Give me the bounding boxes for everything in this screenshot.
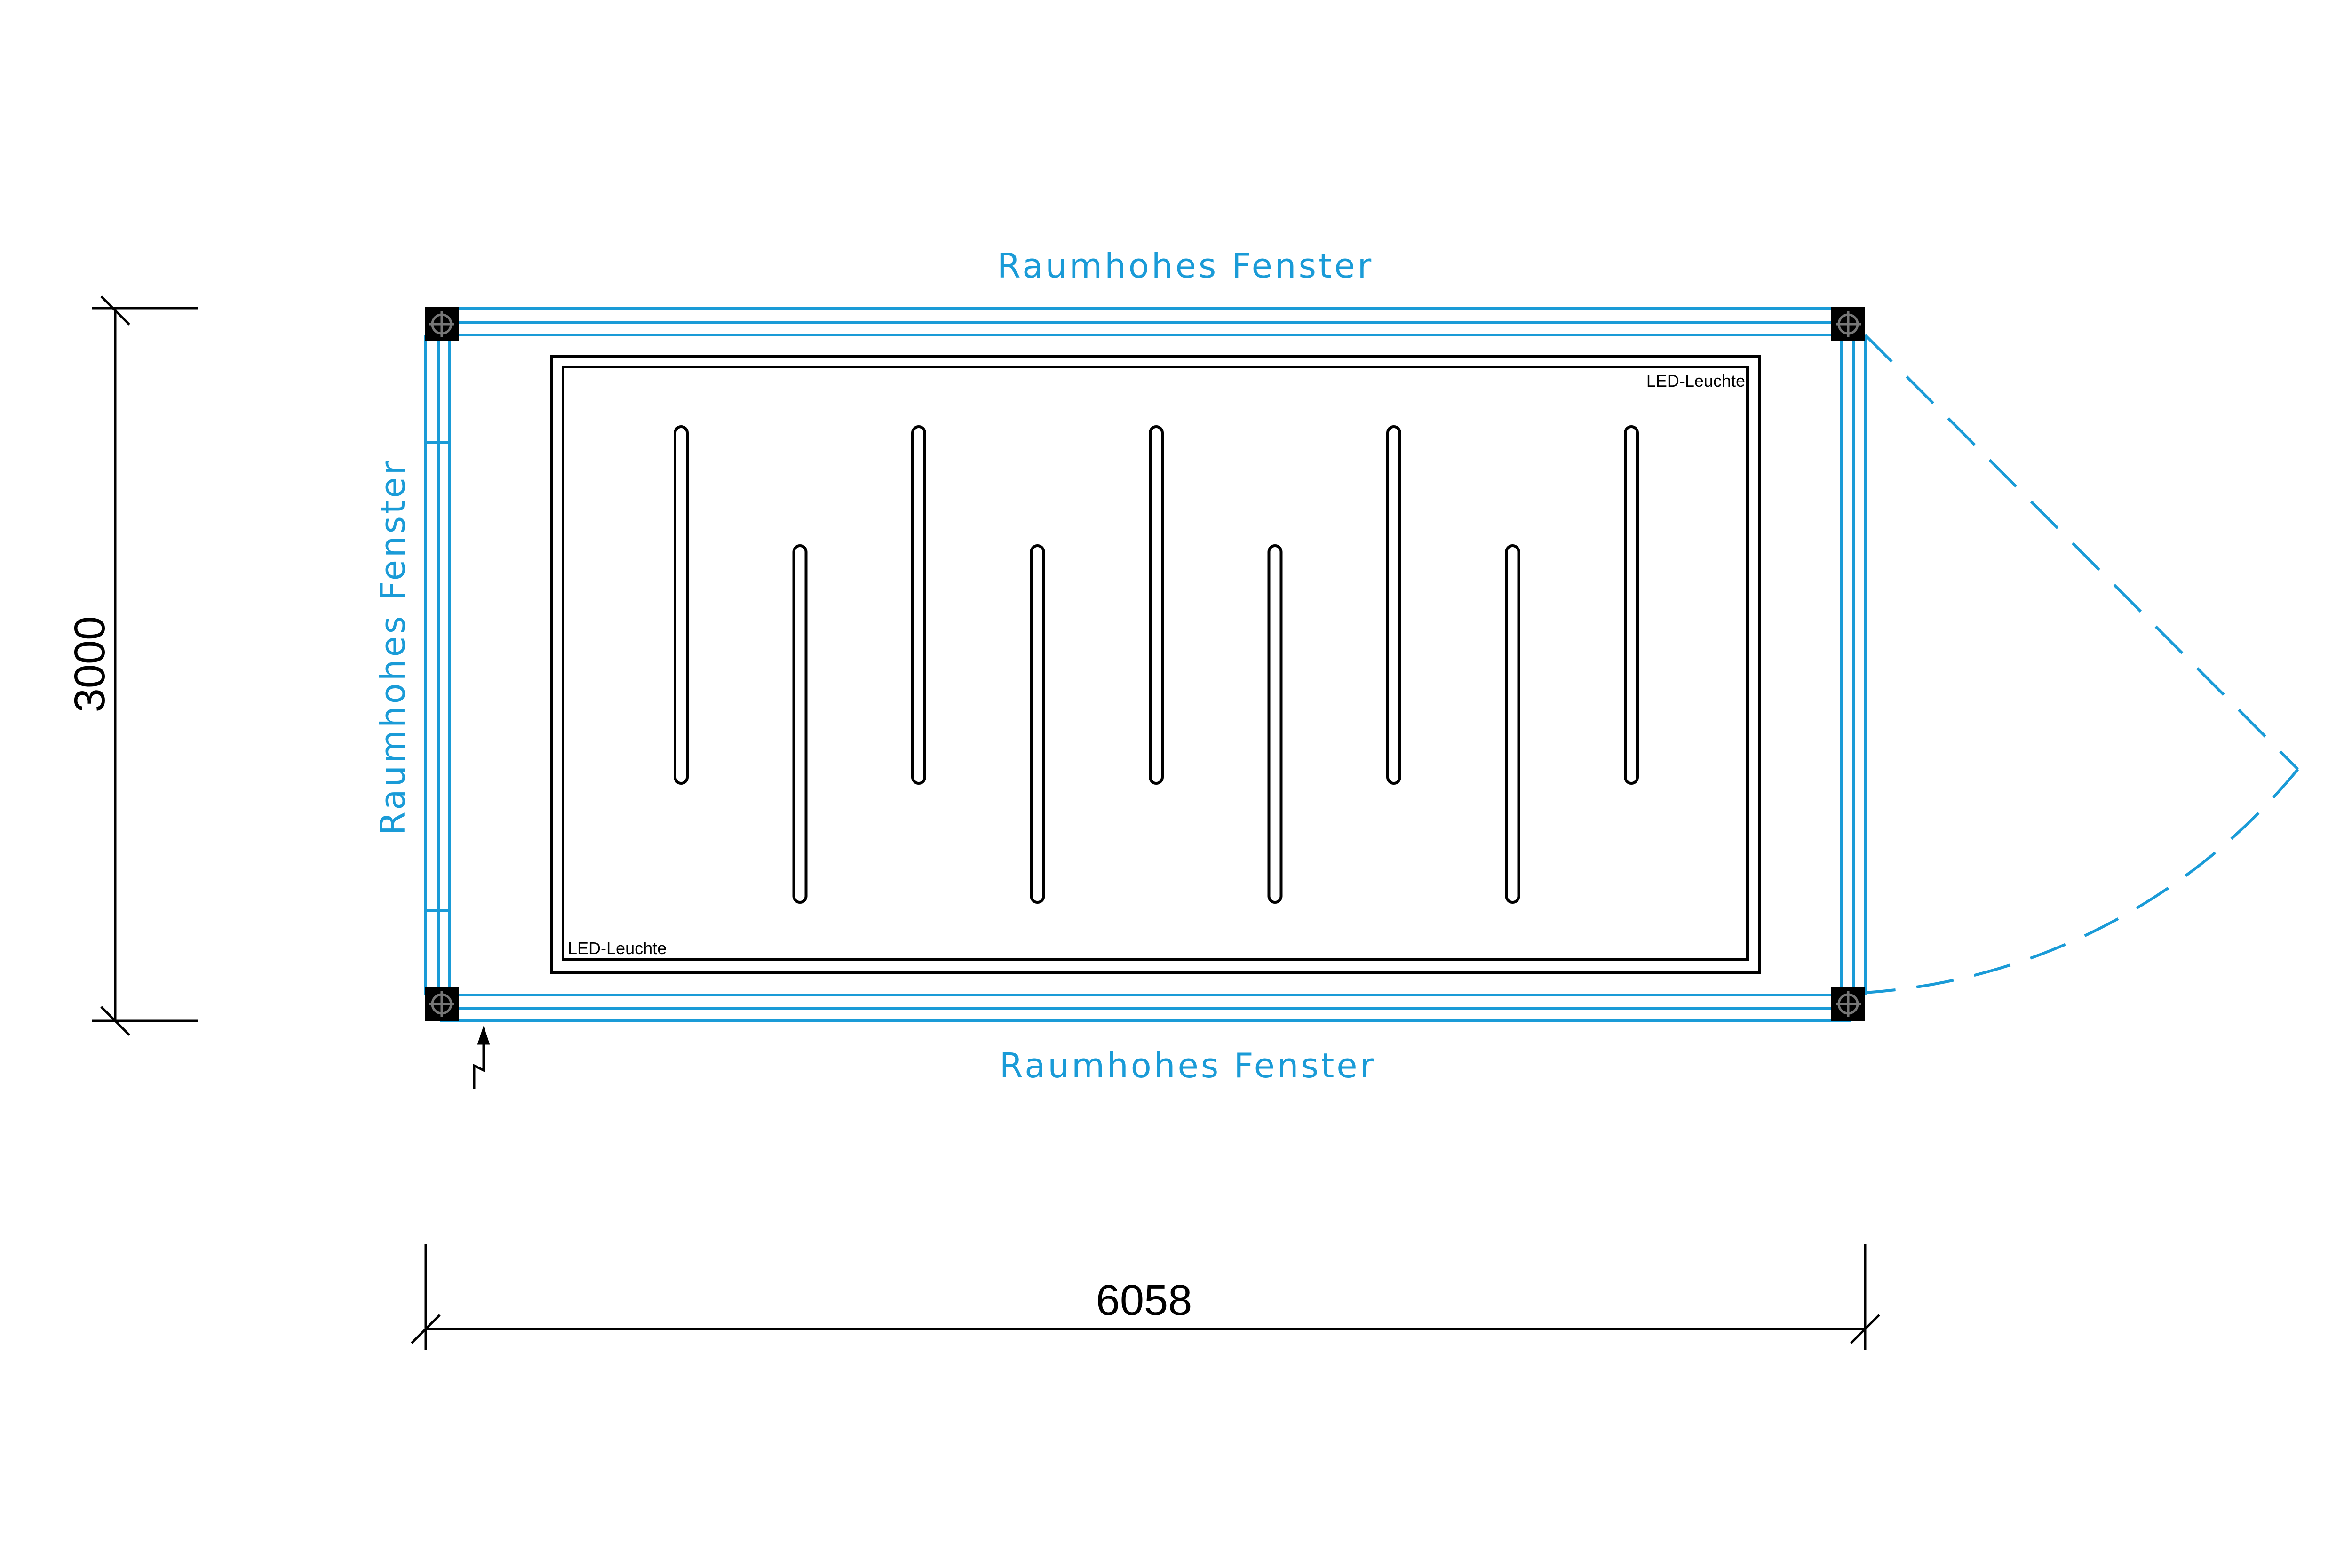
power-connection-icon [473,1026,490,1089]
led-strip [1624,425,1639,785]
corner-posts [425,307,1865,1021]
window-label-bottom: Raumhohes Fenster [1000,1046,1376,1085]
led-strip [792,544,808,904]
led-strip [1149,425,1164,785]
led-strip [1267,544,1283,904]
window-label-top: Raumhohes Fenster [997,246,1374,286]
led-strip [674,425,689,785]
led-strip [1030,544,1045,904]
corner-post-icon [1831,307,1865,341]
width-dimension [411,1244,1880,1350]
window-label-left: Raumhohes Fenster [373,459,413,835]
height-dimension [92,295,198,1036]
led-label-bottom-left: LED-Leuchte [568,939,667,958]
led-label-top-right: LED-Leuchte [1646,371,1745,390]
corner-post-icon [425,307,459,341]
led-strips [674,425,1639,904]
led-strip [1505,544,1520,904]
height-dimension-label: 3000 [66,616,114,713]
window-frames [424,307,1867,1022]
led-strip [911,425,926,785]
led-strip [1386,425,1401,785]
door-swing [1864,334,2299,994]
ceiling-panel [550,355,1761,974]
width-dimension-label: 6058 [1096,1276,1192,1324]
corner-post-icon [1831,987,1865,1021]
corner-post-icon [425,987,459,1021]
